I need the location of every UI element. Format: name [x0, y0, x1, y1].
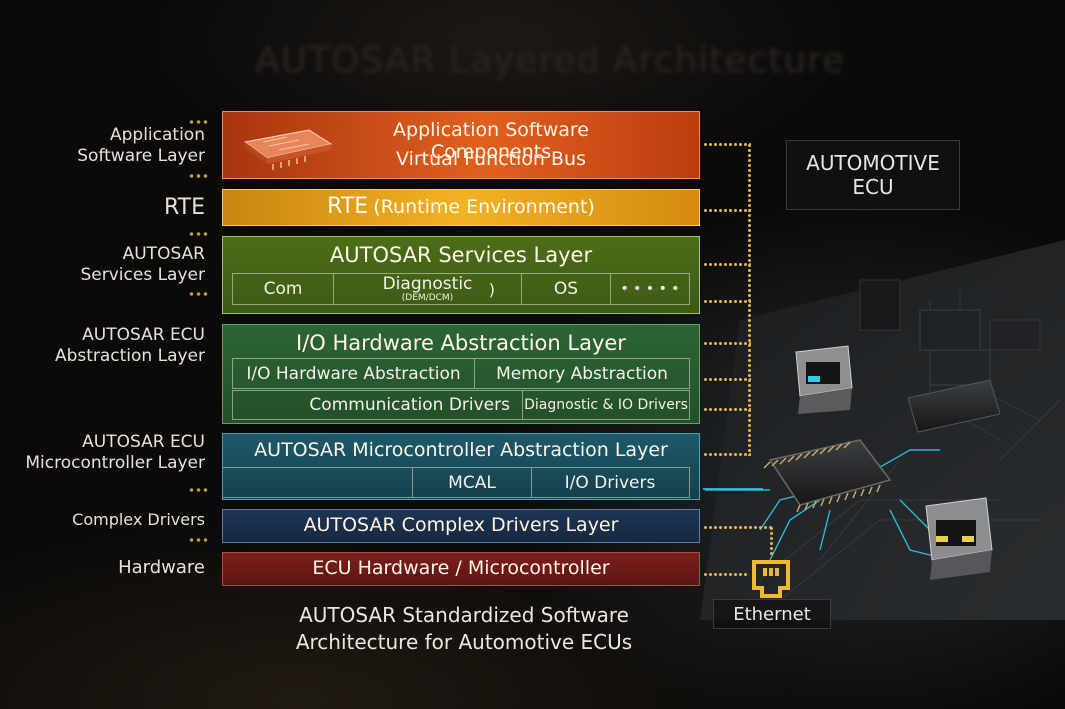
label-complex-drivers: Complex Drivers: [72, 510, 205, 529]
connector-services-b: [703, 300, 751, 303]
module-diagnostic: Diagnostic (DEM/DCM) ): [334, 274, 522, 304]
communication-drivers-cell: Communication Drivers: [233, 391, 523, 419]
label-micro-line1: AUTOSAR ECU: [82, 432, 205, 452]
label-micro-line2: Microcontroller Layer: [25, 453, 205, 473]
caption-line1: AUTOSAR Standardized Software: [299, 603, 629, 627]
label-hardware: Hardware: [118, 557, 205, 578]
ecu-hardware-layer: ECU Hardware / Microcontroller: [222, 552, 700, 586]
connector-hardware: [703, 573, 748, 576]
label-services-layer: AUTOSAR Services Layer: [81, 244, 206, 286]
rte-title: RTE (Runtime Environment): [223, 190, 699, 225]
label-dots: [188, 120, 208, 124]
microcontroller-abstraction-layer: AUTOSAR Microcontroller Abstraction Laye…: [222, 433, 700, 500]
rte-layer: RTE (Runtime Environment): [222, 189, 700, 226]
connector-rte: [703, 209, 751, 212]
io-abs-row1: I/O Hardware Abstraction Memory Abstract…: [232, 358, 690, 389]
label-rte: RTE: [163, 195, 205, 220]
circuit-board-icon: [243, 129, 333, 170]
label-ecu-abs-line1: AUTOSAR ECU: [82, 325, 205, 345]
io-drivers-cell: I/O Drivers: [564, 472, 656, 493]
label-dots: [188, 488, 208, 492]
rte-title-sub: (Runtime Environment): [373, 196, 595, 218]
label-microcontroller: AUTOSAR ECU Microcontroller Layer: [25, 432, 205, 474]
virtual-function-bus-label: Virtual Function Bus: [396, 148, 586, 170]
io-hardware-abstraction-layer: I/O Hardware Abstraction Layer I/O Hardw…: [222, 324, 700, 424]
label-services-line1: AUTOSAR: [122, 244, 205, 264]
diagram-caption: AUTOSAR Standardized Software Architectu…: [260, 602, 668, 656]
connector-services-a: [703, 263, 751, 266]
module-com: Com: [233, 274, 334, 304]
cyan-trace: [703, 488, 763, 490]
io-abs-row2: Communication Drivers Diagnostic & IO Dr…: [232, 390, 690, 420]
rte-title-main: RTE: [327, 194, 369, 219]
module-diagnostic-sub: (DEM/DCM): [401, 293, 454, 303]
connector-mcal: [703, 453, 751, 456]
mcal-row: MCAL I/O Drivers: [223, 467, 690, 498]
label-application-layer: Application Software Layer: [77, 125, 205, 167]
hardware-title: ECU Hardware / Microcontroller: [312, 557, 610, 579]
services-modules-row: Com Diagnostic (DEM/DCM) ) OS • • • • •: [232, 273, 690, 305]
label-ecu-abs-line2: Abstraction Layer: [54, 346, 205, 366]
ethernet-port-icon: [752, 560, 790, 598]
label-dots: [188, 174, 208, 178]
io-abs-title: I/O Hardware Abstraction Layer: [296, 331, 626, 355]
diagnostic-io-drivers-cell: Diagnostic & IO Drivers: [524, 397, 688, 413]
automotive-ecu-label: AUTOMOTIVE ECU: [786, 140, 960, 210]
ecu-board-illustration: [700, 240, 1065, 620]
mcal-layer-title: AUTOSAR Microcontroller Abstraction Laye…: [254, 439, 668, 461]
module-diagnostic-label: Diagnostic: [382, 274, 473, 294]
ecu-label-line1: AUTOMOTIVE: [806, 151, 940, 175]
label-ecu-abstraction: AUTOSAR ECU Abstraction Layer: [55, 325, 205, 367]
connector-complex: [703, 526, 773, 529]
connector-application: [703, 143, 751, 146]
module-os: OS: [522, 274, 611, 304]
caption-line2: Architecture for Automotive ECUs: [295, 630, 633, 654]
connector-ethernet-drop: [770, 526, 773, 556]
module-more: • • • • •: [620, 281, 680, 297]
label-services-line2: Services Layer: [80, 265, 206, 285]
connector-io-b: [703, 378, 751, 381]
application-software-layer: Application Software Components Virtual …: [222, 111, 700, 179]
connector-trunk: [748, 143, 751, 456]
application-title-line1: Application Software Components: [393, 119, 589, 163]
memory-abstraction-cell: Memory Abstraction: [496, 363, 668, 384]
module-diagnostic-suffix: ): [488, 280, 495, 299]
label-dots: [188, 232, 208, 236]
autosar-services-layer: AUTOSAR Services Layer Com Diagnostic (D…: [222, 236, 700, 314]
connector-io-c: [703, 408, 751, 411]
services-title: AUTOSAR Services Layer: [329, 243, 593, 267]
io-hardware-abstraction-cell: I/O Hardware Abstraction: [233, 359, 475, 388]
mcal-empty-cell: [223, 468, 413, 497]
label-dots: [188, 538, 208, 542]
label-application-line1: Application: [110, 125, 205, 145]
ethernet-label: Ethernet: [713, 599, 831, 629]
label-application-line2: Software Layer: [77, 146, 205, 166]
ecu-label-line2: ECU: [852, 175, 894, 199]
faded-title: AUTOSAR Layered Architecture: [255, 40, 846, 81]
complex-drivers-layer: AUTOSAR Complex Drivers Layer: [222, 509, 700, 543]
label-dots: [188, 292, 208, 296]
complex-drivers-title: AUTOSAR Complex Drivers Layer: [303, 514, 619, 536]
connector-io-a: [703, 342, 751, 345]
mcal-cell: MCAL: [413, 468, 532, 497]
